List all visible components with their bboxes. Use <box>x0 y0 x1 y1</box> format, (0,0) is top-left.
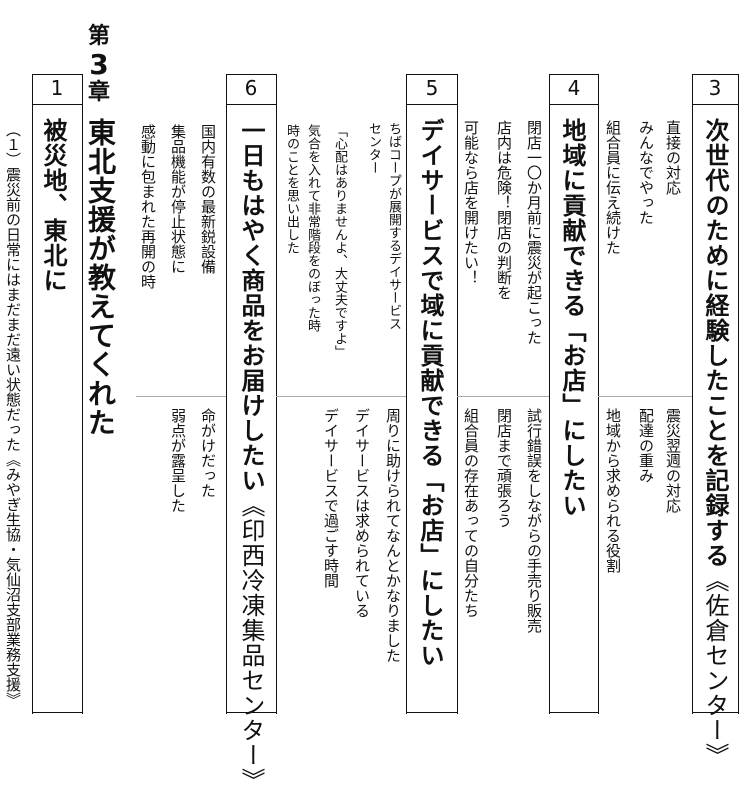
section-title: 次世代のために経験したことを記録する《佐倉センター》 <box>700 118 730 768</box>
column-divider <box>276 74 278 714</box>
sub-section-separator <box>136 396 226 397</box>
section-title: 被災地、東北に <box>39 118 67 293</box>
number-box-bottom <box>226 104 277 106</box>
sub-item: 国内有数の最新鋭設備 <box>199 124 217 274</box>
sub-item: 閉店一〇か月前に震災が起こった <box>525 120 543 345</box>
column-divider <box>549 74 551 714</box>
sub-item: 集品機能が停止状態に <box>169 124 187 274</box>
chapter-suffix: 章 <box>87 80 110 105</box>
sub-item: 配達の重み <box>637 408 655 483</box>
section-subtitle: 《印西冷凍集品センター》 <box>237 493 265 793</box>
section-number: 3 <box>708 76 722 100</box>
section-title: 地域に貢献できる「お店」にしたい <box>558 118 586 518</box>
sub-item: デイサービスで過ごす時間 <box>322 408 340 588</box>
sub-item: 感動に包まれた再開の時 <box>139 124 157 289</box>
sub-item: 組合員に伝え続けた <box>604 120 622 255</box>
sub-section-separator <box>276 396 406 397</box>
number-box-top <box>226 74 277 76</box>
chapter-label: 第 3 章 <box>84 24 114 106</box>
sub-item: 「心配はありませんよ、大丈夫ですよ」 <box>332 124 347 358</box>
number-box-bottom <box>549 104 599 106</box>
number-box-bottom <box>692 104 739 106</box>
column-bottom-line <box>226 712 277 714</box>
section-title-text: 一日もはやく商品をお届けしたい <box>237 118 265 493</box>
sub-item: 周りに助けられてなんとかなりました <box>384 408 402 663</box>
column-divider <box>457 74 459 714</box>
chapter-prefix: 第 <box>87 24 110 49</box>
sub-item: 組合員の存在あっての自分たち <box>462 408 480 618</box>
sub-item: 可能なら店を開けたい！ <box>462 120 480 285</box>
section-number: 6 <box>244 76 258 100</box>
sub-item: 時のことを思い出した <box>284 124 299 254</box>
sub-section-separator <box>457 396 549 397</box>
sub-item: 気合を入れて非常階段をのぼった時 <box>305 124 320 332</box>
column-divider <box>692 74 694 714</box>
sub-section-separator <box>598 396 692 397</box>
column-divider <box>738 74 740 714</box>
sub-item: 震災翌週の対応 <box>664 408 682 513</box>
number-box-bottom <box>406 104 458 106</box>
chapter-number: 3 <box>89 48 109 81</box>
section-title: 一日もはやく商品をお届けしたい《印西冷凍集品センター》 <box>236 118 266 793</box>
number-box-top <box>549 74 599 76</box>
sub-item: 店内は危険！閉店の判断を <box>495 120 513 300</box>
sub-item: 閉店まで頑張ろう <box>495 408 513 528</box>
sub-item: 地域から求められる役割 <box>604 408 622 573</box>
column-bottom-line <box>32 712 83 714</box>
column-bottom-line <box>406 712 458 714</box>
sub-item: デイサービスは求められている <box>353 408 371 618</box>
section-number: 4 <box>567 76 581 100</box>
number-box-top <box>406 74 458 76</box>
sub-item: センター <box>366 122 381 174</box>
chapter-title: 東北支援が教えてくれた <box>84 118 117 437</box>
section-title: デイサービスで域に貢献できる「お店」にしたい <box>416 118 444 668</box>
column-divider <box>226 74 228 714</box>
column-divider <box>82 74 84 714</box>
column-divider <box>598 74 600 714</box>
table-of-contents-page: 3 4 5 6 1 次世代のために経験したことを記録する《佐倉センター》 直接の… <box>4 24 740 793</box>
section-title-text: 次世代のために経験したことを記録する <box>701 118 729 568</box>
section-item: （１）震災前の日常にはまだまだ遠い状態だった《みやぎ生協・気仙沼支部業務支援》 <box>4 122 22 707</box>
sub-item: 弱点が露呈した <box>169 408 187 513</box>
column-bottom-line <box>692 712 739 714</box>
sub-item: ちばコープが展開するデイサービス <box>386 122 401 330</box>
section-subtitle: 《佐倉センター》 <box>701 568 729 768</box>
column-divider <box>406 74 408 714</box>
sub-item: 命がけだった <box>199 408 217 498</box>
section-number: 5 <box>425 76 439 100</box>
column-bottom-line <box>549 712 599 714</box>
number-box-bottom <box>32 104 83 106</box>
sub-item: 直接の対応 <box>664 120 682 195</box>
section-number: 1 <box>50 76 64 100</box>
sub-item: 試行錯誤をしながらの手売り販売 <box>525 408 543 633</box>
number-box-top <box>32 74 83 76</box>
column-divider <box>32 74 34 714</box>
number-box-top <box>692 74 739 76</box>
sub-item: みんなでやった <box>637 120 655 225</box>
